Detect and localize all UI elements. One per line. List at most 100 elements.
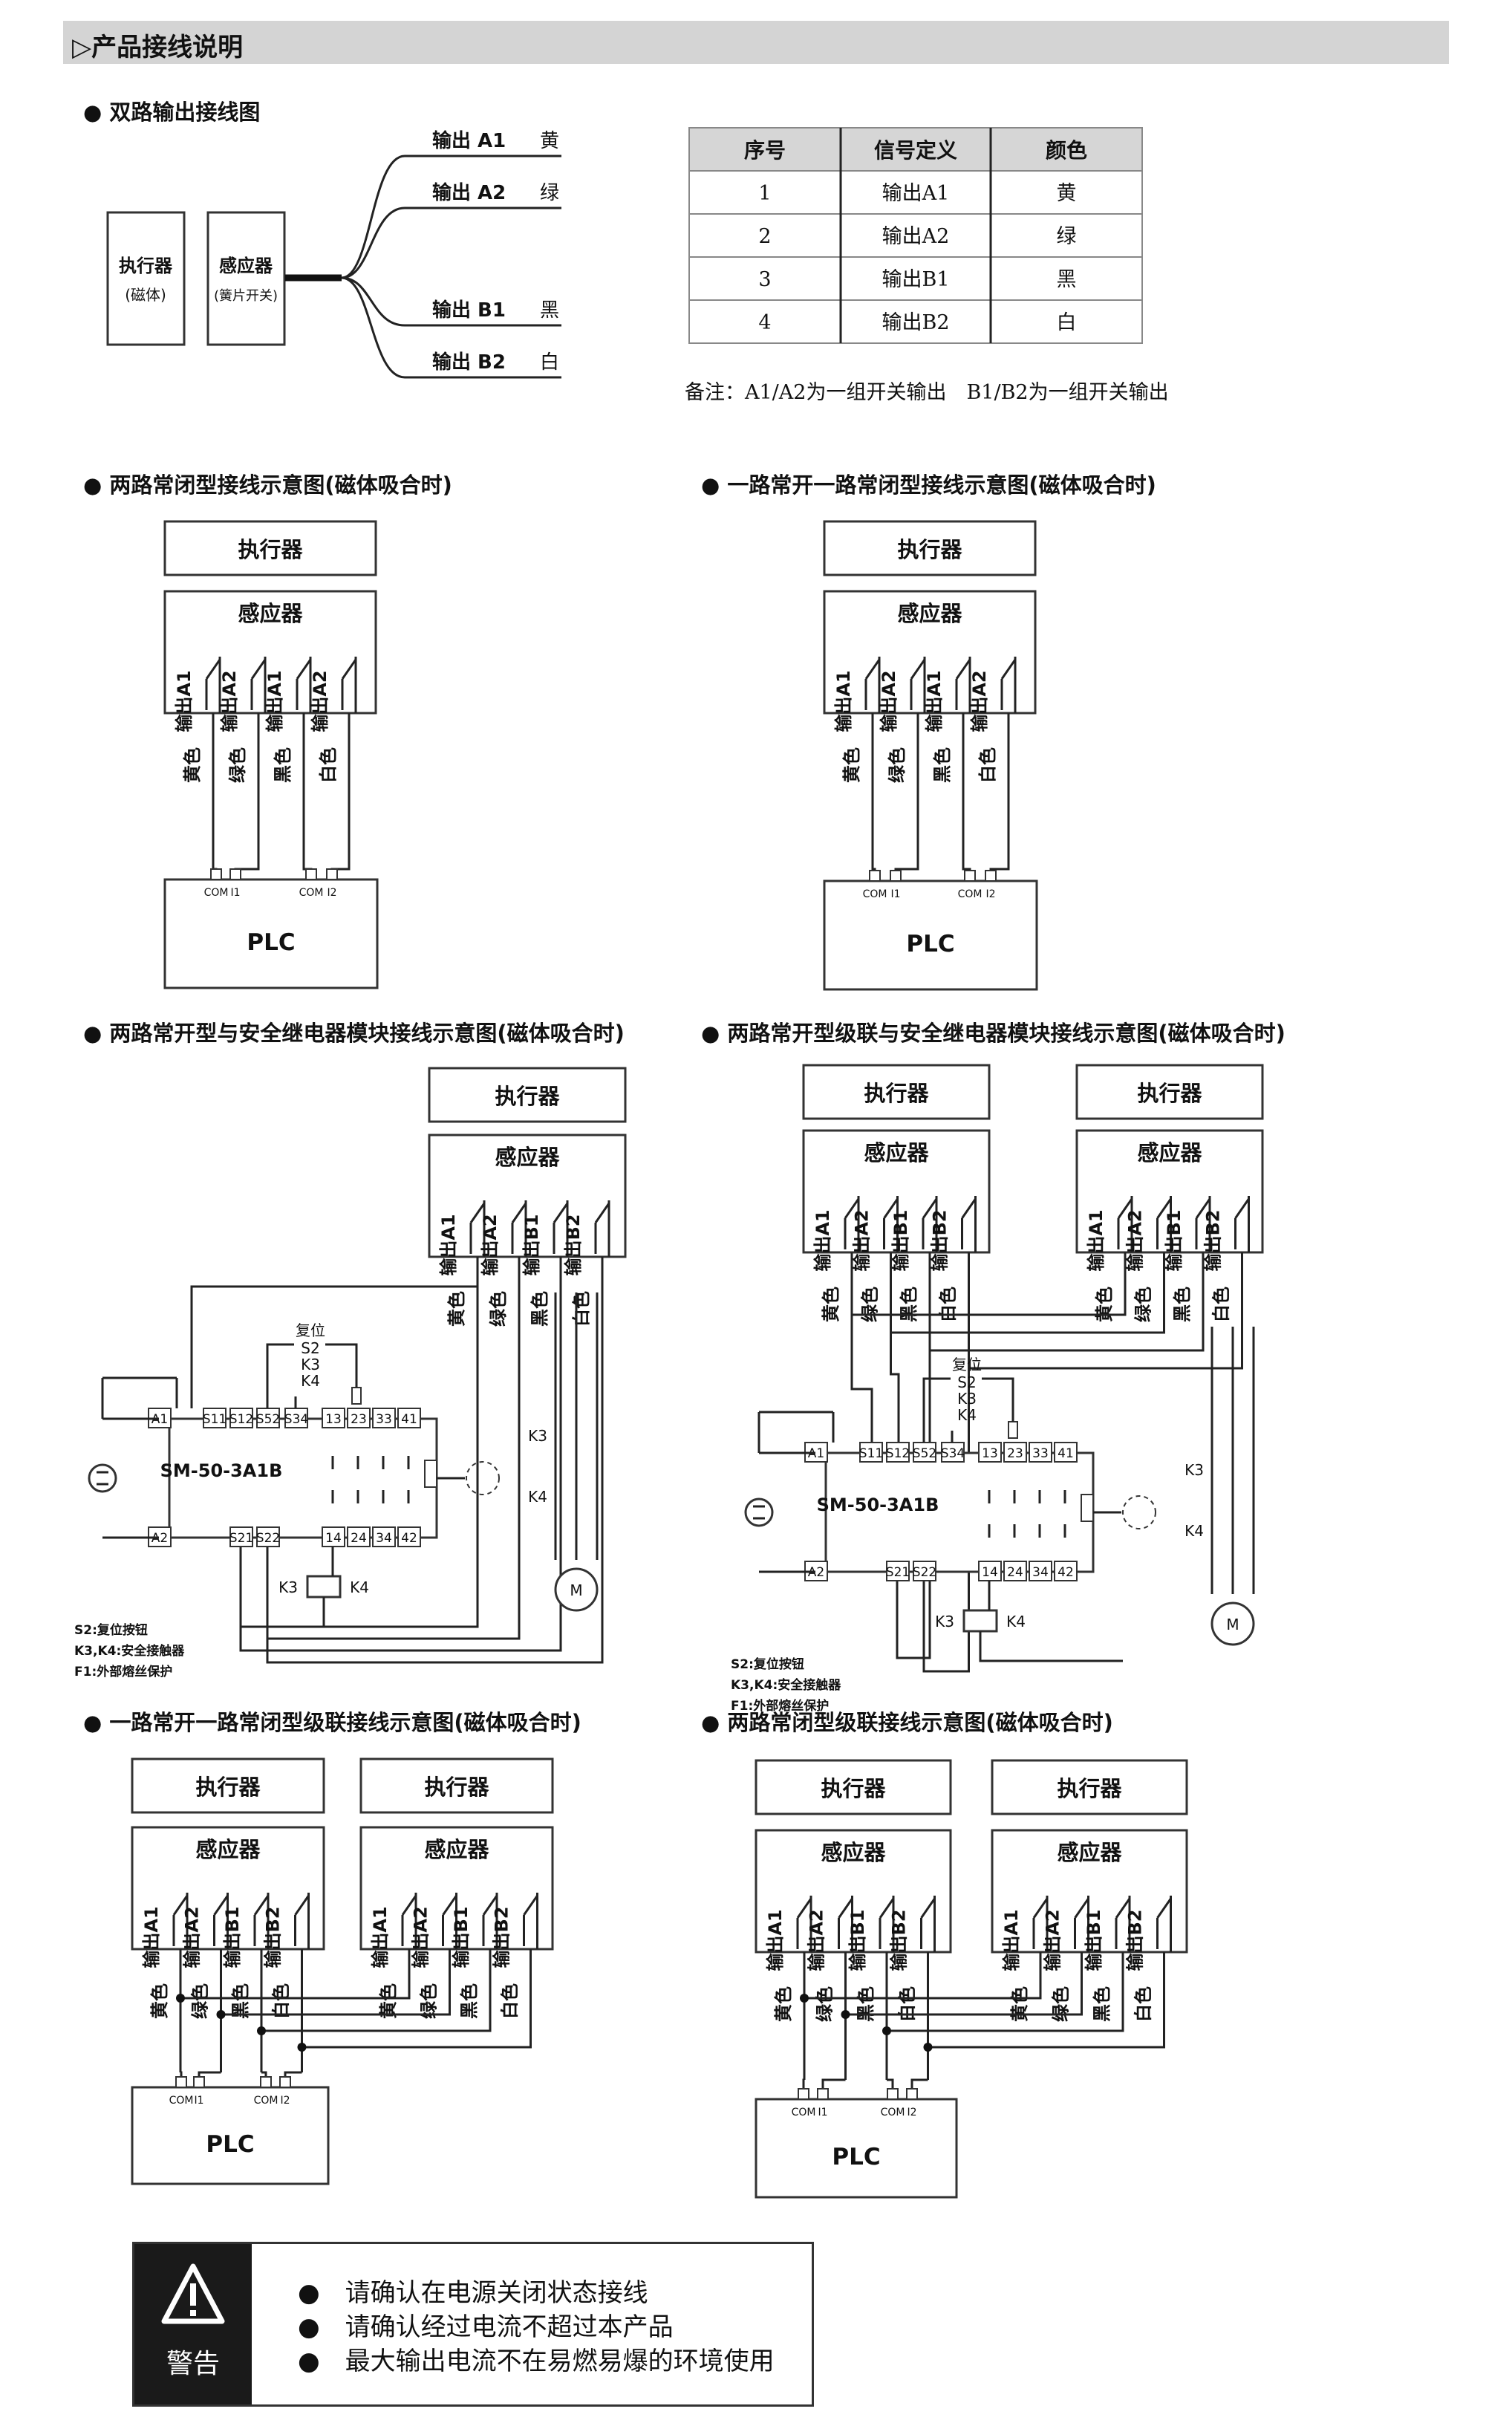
wire-color-label: 白色 [1133,1986,1154,2022]
signal-wire [871,713,876,879]
relay-coil [1081,1494,1094,1522]
heading-two-no-relay: ● 两路常开型与安全继电器模块接线示意图(磁体吸合时) [83,1021,625,1046]
actuator-label: 执行器 [495,1084,560,1109]
plc-port-label: COM [863,888,887,900]
terminal-label: 输出B2 [263,1907,284,1968]
warning-item: ● 请确认经过电流不超过本产品 [298,2312,674,2342]
k-coil-box [306,1575,342,1599]
wire-name-label: 输出 A2 [432,181,506,204]
relay-terminal-label: 23 [351,1412,367,1427]
plc-label: PLC [906,931,954,957]
switch-blade [910,659,926,680]
warning-label: 警告 [166,2349,220,2379]
plc-port-label: COM [204,887,229,899]
switch-blade [523,1895,538,1916]
terminal-label: 输出A2 [1043,1909,1063,1971]
switch-blade [955,659,971,680]
switch-blade [864,659,881,680]
motor-icon [1210,1601,1255,1646]
signal-wire [890,1347,900,1443]
sensor-label: 感应器 [897,601,962,626]
table-cell: 输出B1 [882,268,949,291]
actuator-box [131,1757,325,1814]
heading-cascade-two-nc: ● 两路常闭型级联接线示意图(磁体吸合时) [701,1710,1113,1735]
switch-blade [553,1203,569,1223]
switch-blade [796,1898,812,1919]
signal-wire [190,1285,478,1408]
relay-terminal-label: 13 [982,1446,998,1461]
wire-color-label: 白色 [938,1287,959,1322]
relay-terminal [256,1408,280,1428]
terminal-label: 输出B2 [1125,1910,1146,1971]
relay-terminal-label: S11 [859,1446,883,1461]
sensor-label: 感应器 [821,1840,886,1865]
relay-terminal [372,1526,396,1547]
wire-color-label: 黄色 [446,1291,467,1327]
table-header-cell: 序号 [744,138,786,163]
wire-color-label: 白色 [318,747,339,783]
plc-box [823,879,1038,991]
plc-port [798,2088,809,2100]
sensor-label: 感应器 [195,1837,261,1862]
wire-name-label: 输出 B2 [432,351,506,374]
motor-label: M [1226,1616,1239,1633]
wire-color-label: 白色 [977,747,998,783]
fuse-f1 [1008,1421,1018,1439]
plc-port [279,2076,291,2088]
coil-wire [322,1597,466,1628]
actuator-box [106,211,186,346]
cascade-wire [845,1952,1083,2016]
relay-terminal-label: 33 [1032,1446,1049,1461]
switch-blade [469,1203,486,1223]
table-note: 备注：A1/A2为一组开关输出 B1/B2为一组开关输出 [685,381,1169,404]
switch-blade [1117,1198,1133,1219]
plc-port-label: I2 [985,888,995,900]
switch-blade [1156,1898,1172,1919]
actuator-box [823,520,1037,576]
coil-wire [979,1631,1123,1662]
relay-terminal-label: 34 [376,1531,392,1546]
legend-f1: F1:外部熔丝保护 [74,1664,172,1679]
wire-color-label: 白色 [500,1983,521,2019]
terminal-label: 输出A1 [141,1906,162,1968]
terminal-label: 输出B2 [930,1210,951,1272]
terminal-label: 输出B1 [521,1214,542,1276]
plc-port [890,870,902,882]
relay-terminal [347,1526,371,1547]
junction-dot [923,2043,933,2052]
door-sensor-icon [466,1461,500,1495]
plc-port-label: I1 [230,887,240,899]
terminal-label: 输出A2 [969,670,990,732]
plc-port-label: COM [881,2107,905,2118]
table-cell: 2 [758,225,771,248]
reset-wire [266,1343,294,1408]
relay-terminal-label: 14 [982,1565,998,1580]
wire-color-label: 白色 [897,1986,918,2022]
wire-color-label: 绿色 [190,1983,211,2019]
sensor-box [428,1134,627,1258]
sensor-label: 感应器 [424,1837,489,1862]
plc-port [869,870,881,882]
relay-terminal [1029,1561,1052,1581]
plc-port [906,2088,918,2100]
junction-dot [176,1994,185,2003]
plc-port [210,868,222,880]
motor-label: M [570,1581,582,1599]
terminal-label: 输出A2 [879,670,899,732]
k3-coil-label: K3 [935,1613,954,1630]
switch-blade [594,1203,610,1223]
switch-blade [961,1198,977,1219]
table-cell: 输出A1 [882,182,950,205]
table-row [688,213,1143,258]
plc-port [326,868,338,880]
wire-color-label: 绿色 [1051,1986,1072,2022]
plc-port [964,870,976,882]
wire-color-label: 黑色 [459,1983,480,2019]
table-row [688,256,1143,301]
actuator-label: 执行器 [195,1775,261,1800]
plc-port-label: COM [958,888,983,900]
switch-blade [1032,1898,1049,1919]
plc-box [131,2086,330,2185]
k3-coil-label: K3 [278,1578,298,1596]
cascade-wire [887,1952,1124,2032]
